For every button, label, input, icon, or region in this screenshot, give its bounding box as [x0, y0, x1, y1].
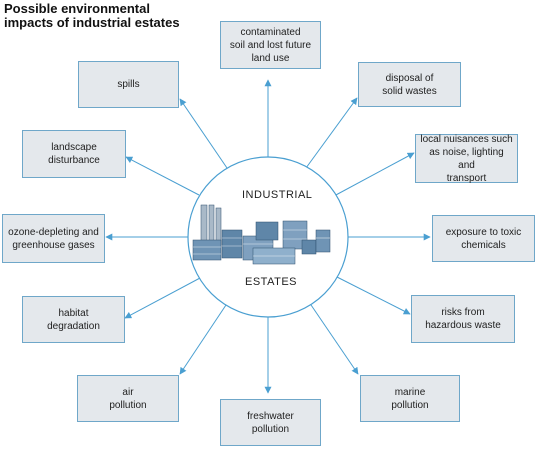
impact-box-contaminated-soil: contaminated soil and lost future land u… — [220, 21, 321, 69]
impact-box-hazardous-waste: risks from hazardous waste — [411, 295, 515, 343]
arrow-hazardous-waste — [336, 276, 411, 315]
impact-label: habitat degradation — [47, 307, 100, 332]
impact-box-marine-pollution: marine pollution — [360, 375, 460, 422]
impact-label: freshwater pollution — [247, 410, 294, 435]
impact-label: disposal of solid wastes — [382, 72, 437, 97]
impact-label: contaminated soil and lost future land u… — [229, 26, 312, 64]
impact-box-habitat-degradation: habitat degradation — [22, 296, 125, 343]
arrow-disposal-solid-wastes — [305, 97, 358, 169]
impact-box-freshwater-pollution: freshwater pollution — [220, 399, 321, 446]
arrow-habitat-degradation — [124, 277, 201, 319]
arrow-local-nuisances — [333, 152, 415, 197]
arrow-marine-pollution — [308, 301, 359, 375]
center-top-label: INDUSTRIAL — [242, 189, 312, 201]
arrow-landscape-disturbance — [125, 156, 200, 196]
impact-label: exposure to toxic chemicals — [445, 226, 522, 251]
diagram-title-text: Possible environmental impacts of indust… — [4, 1, 180, 30]
impact-label: spills — [117, 79, 140, 90]
impact-box-toxic-chemicals: exposure to toxic chemicals — [432, 215, 535, 262]
impact-label: local nuisances such as noise, lighting … — [420, 133, 513, 184]
impact-label: ozone-depleting and greenhouse gases — [8, 226, 99, 251]
impact-box-ozone-greenhouse: ozone-depleting and greenhouse gases — [2, 214, 105, 263]
center-bottom-label: ESTATES — [245, 276, 297, 288]
arrow-spills — [179, 98, 228, 169]
impact-box-disposal-solid-wastes: disposal of solid wastes — [358, 62, 461, 107]
impact-box-landscape-disturbance: landscape disturbance — [22, 130, 126, 178]
diagram-title: Possible environmental impacts of indust… — [4, 2, 224, 30]
arrow-air-pollution — [179, 301, 229, 375]
impact-label: marine pollution — [391, 386, 429, 411]
impact-label: air pollution — [109, 386, 147, 411]
impact-box-spills: spills — [78, 61, 179, 108]
impact-box-local-nuisances: local nuisances such as noise, lighting … — [415, 133, 518, 184]
industrial-buildings-icon — [192, 204, 331, 265]
impact-label: risks from hazardous waste — [425, 307, 501, 331]
impact-box-air-pollution: air pollution — [77, 375, 179, 422]
impact-label: landscape disturbance — [48, 142, 100, 166]
center-top-label-text: INDUSTRIAL — [242, 189, 313, 201]
center-bottom-label-text: ESTATES — [245, 276, 297, 288]
